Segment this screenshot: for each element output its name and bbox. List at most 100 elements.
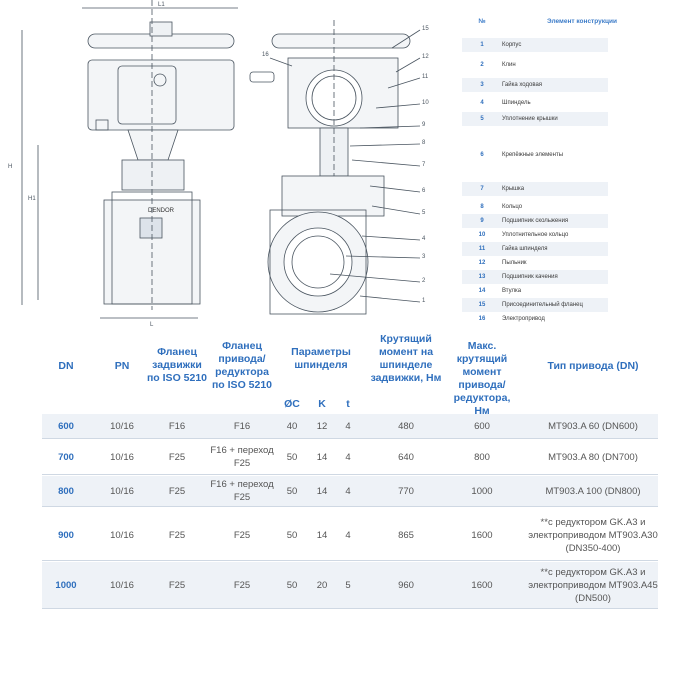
cell-dn: 1000	[55, 579, 77, 591]
cell-max: 1600	[471, 579, 493, 591]
cell-torque: 960	[398, 579, 414, 591]
cell-fv: F16	[168, 420, 186, 432]
cell-oc: 50	[286, 451, 298, 463]
parts-name: Крепёжные элементы	[502, 152, 564, 158]
parts-header-name: Элемент конструкции	[547, 17, 617, 25]
callout-12: 12	[422, 54, 429, 60]
cell-fv: F25	[168, 451, 186, 463]
parts-num: 3	[480, 82, 484, 88]
parts-header-num: №	[478, 17, 486, 25]
cell-torque: 480	[398, 420, 414, 432]
cell-max: 800	[474, 451, 490, 463]
cell-k: 14	[316, 529, 328, 541]
row-divider	[42, 560, 658, 561]
parts-row: 5 Уплотнение крышки	[462, 112, 608, 126]
callout-3: 3	[422, 254, 426, 260]
dim-l1: L1	[158, 2, 165, 8]
callout-10: 10	[422, 100, 429, 106]
parts-row: 4 Шпиндель	[462, 96, 608, 110]
cell-oc: 50	[286, 529, 298, 541]
cell-k: 20	[316, 579, 328, 591]
header-oc: ØC	[284, 398, 300, 410]
cell-dn: 800	[58, 485, 74, 497]
cell-t: 4	[345, 529, 351, 541]
parts-name: Шпиндель	[502, 100, 531, 106]
cell-dn: 700	[58, 451, 74, 463]
parts-num: 6	[480, 152, 484, 158]
cell-drive: MT903.A 80 (DN700)	[548, 451, 638, 463]
parts-name: Крышка	[502, 186, 525, 192]
cell-pn: 10/16	[110, 579, 134, 591]
callout-8: 8	[422, 140, 426, 146]
parts-num: 15	[478, 302, 486, 308]
table-row	[42, 414, 658, 438]
parts-name: Присоединительный фланец	[502, 302, 583, 308]
cell-t: 4	[345, 420, 351, 432]
parts-name: Подшипник скольжения	[502, 218, 569, 224]
cell-oc: 50	[286, 485, 298, 497]
header-drive-type: Тип привода (DN)	[547, 360, 639, 372]
parts-num: 7	[480, 186, 484, 192]
header-dn: DN	[58, 360, 74, 372]
parts-name: Электропривод	[502, 316, 545, 322]
cell-oc: 40	[286, 420, 298, 432]
parts-name: Кольцо	[502, 204, 523, 210]
callout-15: 15	[422, 26, 429, 32]
header-flange-drive: Фланец привода/ редуктора по ISO 5210	[211, 340, 273, 391]
header-t: t	[346, 398, 350, 410]
parts-num: 13	[478, 274, 486, 280]
cell-max: 600	[474, 420, 490, 432]
cell-k: 12	[316, 420, 328, 432]
cell-fd: F16	[233, 420, 251, 432]
cell-fd: F16 + переход F25	[210, 445, 274, 469]
cell-fd: F25	[233, 579, 251, 591]
callout-9: 9	[422, 122, 426, 128]
cell-fv: F25	[168, 529, 186, 541]
parts-name: Уплотнение крышки	[502, 116, 558, 122]
parts-name: Подшипник качения	[502, 274, 558, 280]
valve-drawing: DENDOR L1 H H1 L 15	[8, 0, 429, 328]
cell-max: 1600	[471, 529, 493, 541]
cell-torque: 770	[398, 485, 414, 497]
parts-row: 7 Крышка	[462, 182, 608, 196]
parts-row: 16 Электропривод	[462, 312, 608, 326]
parts-row: 2 Клин	[462, 58, 608, 72]
parts-num: 16	[478, 316, 486, 322]
header-max-torque: Макс. крутящий момент привода/ редуктора…	[453, 340, 511, 417]
header-flange-valve: Фланец задвижки по ISO 5210	[146, 346, 208, 384]
cell-fd: F25	[233, 529, 251, 541]
parts-num: 2	[480, 62, 484, 68]
parts-row: 6 Крепёжные элементы	[462, 148, 608, 162]
parts-num: 4	[480, 100, 484, 106]
parts-name: Гайка ходовая	[502, 82, 543, 88]
row-divider	[42, 608, 658, 609]
cell-pn: 10/16	[110, 420, 134, 432]
cell-torque: 865	[398, 529, 414, 541]
cell-pn: 10/16	[110, 485, 134, 497]
cell-pn: 10/16	[110, 451, 134, 463]
parts-num: 5	[480, 116, 484, 122]
table-row	[42, 476, 658, 506]
cell-dn: 900	[58, 529, 74, 541]
parts-row: 13 Подшипник качения	[462, 270, 608, 284]
parts-row: 3 Гайка ходовая	[462, 78, 608, 92]
cell-k: 14	[316, 451, 328, 463]
brand-label: DENDOR	[148, 208, 175, 214]
row-divider	[42, 438, 658, 439]
header-torque: Крутящий момент на шпинделе задвижки, Нм	[370, 333, 442, 384]
callout-11: 11	[422, 74, 429, 80]
parts-name: Клин	[502, 62, 516, 68]
parts-num: 10	[478, 232, 486, 238]
cell-oc: 50	[286, 579, 298, 591]
cell-t: 4	[345, 485, 351, 497]
parts-num: 8	[480, 204, 484, 210]
header-pn: PN	[114, 360, 130, 372]
cell-drive: MT903.A 100 (DN800)	[545, 485, 641, 497]
parts-row: 8 Кольцо	[462, 200, 608, 214]
parts-num: 1	[480, 42, 484, 48]
